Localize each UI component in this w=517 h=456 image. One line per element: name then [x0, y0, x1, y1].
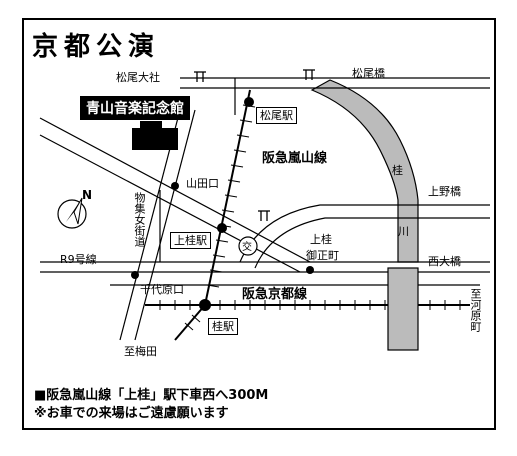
kamikatsura-gojo-dot: [306, 266, 314, 274]
mono-street-2: [134, 109, 196, 341]
footer-line-1: ■阪急嵐山線「上桂」駅下車西へ300M: [34, 388, 269, 403]
kamikatsura-station-dot: [217, 223, 227, 233]
katsura-station-label: 桂駅: [208, 318, 238, 335]
compass-icon: [57, 197, 87, 229]
kamikatsura-station-label: 上桂駅: [170, 232, 211, 249]
matsuo-station-label: 松尾駅: [256, 107, 297, 124]
katsura-river-label: 桂: [392, 164, 403, 177]
matsuo-station-dot: [244, 97, 254, 107]
r9-label: R9号線: [60, 253, 97, 266]
river-lower: [387, 267, 419, 351]
to-umeda-label: 至梅田: [124, 345, 157, 358]
river-label: 川: [398, 225, 409, 238]
chiyohara-dot: [131, 271, 139, 279]
gojomachi-label: 御正町: [306, 249, 339, 262]
katsura-station-dot: [199, 299, 211, 311]
arashiyama-line-label: 阪急嵐山線: [262, 151, 328, 166]
kamino-bridge-label: 上野橋: [428, 185, 461, 198]
matsuo-taisha-label: 松尾大社: [116, 71, 160, 84]
venue-label: 青山音楽記念館: [80, 96, 190, 120]
curved-road-2: [254, 217, 490, 269]
footer-line-2: ※お車での来場はご遠慮願います: [34, 406, 229, 421]
to-kawaramachi-label: 至河原町: [469, 288, 482, 332]
compass-north-label: N: [82, 188, 93, 202]
page-title: 京都公演: [32, 32, 161, 62]
onishi-bridge-label: 西大橋: [428, 255, 461, 268]
curved-road: [239, 204, 490, 263]
kyoto-line-label: 阪急京都線: [242, 287, 308, 302]
mono-street-label: 物集女街道: [133, 192, 146, 247]
chiyohara-label: 千代原口: [140, 283, 184, 296]
intersection-marker: [238, 236, 258, 256]
matsuo-bridge-label: 松尾橋: [352, 67, 385, 80]
svg-text:交: 交: [242, 240, 252, 253]
yamadaguchi-dot: [171, 182, 179, 190]
venue-building-icon: [132, 121, 178, 150]
umeda-line: [174, 304, 206, 341]
kamikatsura-label: 上桂: [310, 233, 332, 246]
torii-icon: [194, 69, 315, 221]
arashiyama-line: [204, 89, 251, 306]
yamadaguchi-label: 山田口: [186, 177, 219, 190]
